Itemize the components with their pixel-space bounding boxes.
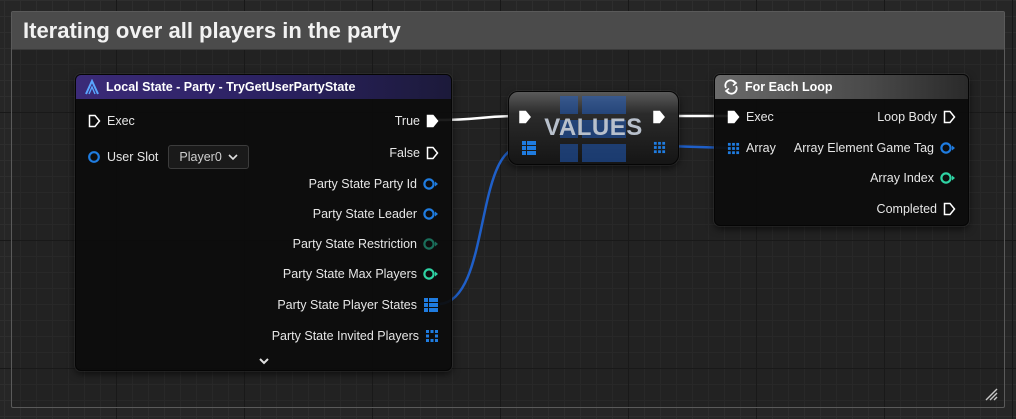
- party-max-players-label: Party State Max Players: [282, 267, 417, 281]
- party-player-states-label: Party State Player States: [277, 298, 417, 312]
- exec-pin-filled-icon[interactable]: [727, 110, 740, 124]
- enum-pin-icon[interactable]: [423, 237, 439, 251]
- resize-grip-icon[interactable]: [984, 387, 998, 401]
- loop-body-output[interactable]: Loop Body: [877, 107, 956, 127]
- values-array-output-pin[interactable]: [653, 141, 666, 154]
- expand-chevron-icon[interactable]: [258, 356, 270, 366]
- values-exec-output-pin[interactable]: [652, 110, 666, 124]
- user-slot-label: User Slot: [107, 150, 159, 164]
- party-node-header[interactable]: Local State - Party - TryGetUserPartySta…: [76, 75, 451, 99]
- array-pin-icon[interactable]: [727, 142, 740, 155]
- loop-array-input[interactable]: Array: [727, 138, 776, 158]
- false-output[interactable]: False: [389, 143, 439, 163]
- values-node[interactable]: VALUES: [508, 91, 679, 165]
- party-restriction-label: Party State Restriction: [292, 237, 417, 251]
- loop-icon: [724, 79, 738, 95]
- exec-pin-icon[interactable]: [426, 146, 439, 160]
- party-invited-players-label: Party State Invited Players: [271, 329, 419, 343]
- array-pin-outline-icon[interactable]: [425, 329, 439, 343]
- loop-exec-label: Exec: [746, 110, 774, 124]
- exec-pin-icon[interactable]: [943, 202, 956, 216]
- loop-node-header[interactable]: For Each Loop: [715, 75, 968, 99]
- int-pin-icon[interactable]: [940, 171, 956, 185]
- party-exec-input[interactable]: Exec: [88, 111, 135, 131]
- struct-pin-icon[interactable]: [423, 207, 439, 221]
- party-leader-output[interactable]: Party State Leader: [313, 204, 439, 224]
- party-invited-players-output[interactable]: Party State Invited Players: [272, 326, 439, 346]
- exec-pin-filled-icon[interactable]: [426, 114, 439, 128]
- loop-exec-input[interactable]: Exec: [727, 107, 774, 127]
- struct-pin-icon[interactable]: [940, 141, 956, 155]
- user-slot-dropdown[interactable]: Player0: [168, 145, 249, 169]
- comment-title[interactable]: Iterating over all players in the party: [12, 12, 1004, 50]
- party-id-output[interactable]: Party State Party Id: [309, 174, 439, 194]
- completed-label: Completed: [876, 202, 937, 216]
- user-slot-value: Player0: [179, 150, 222, 164]
- values-title: VALUES: [544, 114, 643, 141]
- array-index-label: Array Index: [870, 171, 934, 185]
- true-output[interactable]: True: [395, 111, 439, 131]
- false-label: False: [389, 146, 420, 160]
- true-label: True: [394, 114, 420, 128]
- values-array-input-pin[interactable]: [521, 140, 537, 156]
- loop-body-label: Loop Body: [877, 110, 937, 124]
- party-node-title: Local State - Party - TryGetUserPartySta…: [106, 80, 356, 94]
- chevron-down-icon: [228, 154, 238, 161]
- party-restriction-output[interactable]: Party State Restriction: [293, 234, 439, 254]
- user-slot-input[interactable]: User Slot Player0: [87, 145, 249, 169]
- for-each-loop-node[interactable]: For Each Loop Exec Array Loop Body Array…: [714, 74, 969, 226]
- exec-pin-icon[interactable]: [88, 114, 101, 128]
- array-index-output[interactable]: Array Index: [870, 168, 956, 188]
- completed-output[interactable]: Completed: [877, 199, 956, 219]
- int-pin-icon[interactable]: [423, 267, 439, 281]
- values-array-watermark-icon: [560, 96, 626, 162]
- party-state-node[interactable]: Local State - Party - TryGetUserPartySta…: [75, 74, 452, 371]
- array-element-output[interactable]: Array Element Game Tag: [794, 138, 956, 158]
- array-pin-icon[interactable]: [423, 297, 439, 313]
- party-max-players-output[interactable]: Party State Max Players: [283, 264, 439, 284]
- loop-node-title: For Each Loop: [745, 80, 833, 94]
- loop-array-label: Array: [746, 141, 776, 155]
- party-exec-label: Exec: [107, 114, 135, 128]
- struct-pin-icon[interactable]: [423, 177, 439, 191]
- exec-pin-icon[interactable]: [943, 110, 956, 124]
- values-exec-input-pin[interactable]: [518, 110, 532, 124]
- function-icon: [85, 79, 99, 95]
- party-player-states-output[interactable]: Party State Player States: [277, 295, 439, 315]
- struct-pin-icon[interactable]: [87, 150, 101, 164]
- party-leader-label: Party State Leader: [312, 207, 417, 221]
- array-element-label: Array Element Game Tag: [793, 141, 934, 155]
- party-id-label: Party State Party Id: [308, 177, 417, 191]
